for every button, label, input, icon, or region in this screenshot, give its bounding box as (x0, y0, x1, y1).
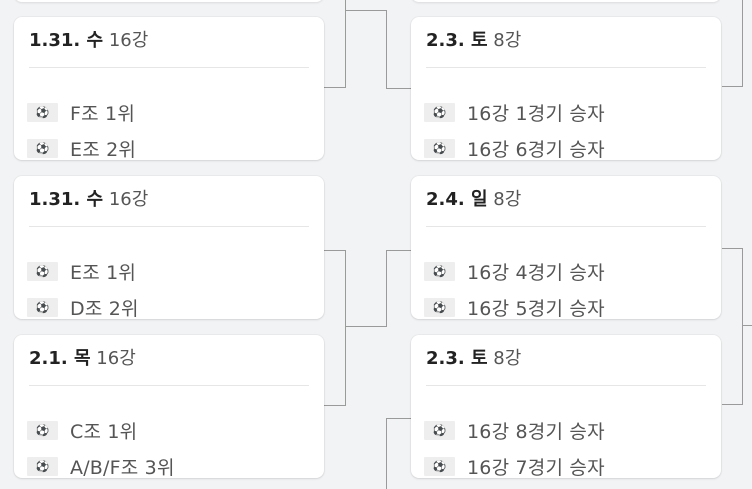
bracket-connector (742, 325, 752, 326)
divider (426, 226, 706, 227)
bracket-connector (722, 86, 742, 87)
match-card[interactable]: 2.3. 토 8강 ⚽ 16강 8경기 승자 ⚽ 16강 7경기 승자 (411, 335, 721, 479)
soccer-ball-icon: ⚽ (35, 105, 50, 119)
match-card[interactable]: 2.1. 목 16강 ⚽ C조 1위 ⚽ A/B/F조 3위 (14, 335, 324, 479)
match-round: 16강 (108, 189, 149, 210)
team-name: E조 2위 (70, 138, 137, 161)
flag-icon: ⚽ (27, 297, 58, 317)
bracket-connector (345, 250, 346, 406)
bracket-connector (742, 248, 743, 405)
team-name: C조 1위 (70, 420, 138, 443)
team-name: E조 1위 (70, 261, 137, 284)
team-row[interactable]: ⚽ A/B/F조 3위 (27, 454, 175, 479)
match-date: 1.31. 수 (29, 30, 104, 51)
soccer-ball-icon: ⚽ (432, 264, 447, 278)
bracket-connector (345, 0, 346, 88)
match-card[interactable]: 1.31. 수 16강 ⚽ E조 1위 ⚽ D조 2위 (14, 176, 324, 320)
team-name: 16강 6경기 승자 (467, 138, 605, 161)
match-header: 2.4. 일 8강 (426, 188, 521, 212)
soccer-ball-icon: ⚽ (432, 423, 447, 437)
team-name: 16강 8경기 승자 (467, 420, 605, 443)
match-card-partial[interactable] (14, 0, 324, 2)
team-row[interactable]: ⚽ 16강 8경기 승자 (424, 418, 605, 443)
soccer-ball-icon: ⚽ (35, 300, 50, 314)
flag-icon: ⚽ (27, 456, 58, 476)
team-row[interactable]: ⚽ C조 1위 (27, 418, 138, 443)
team-name: 16강 4경기 승자 (467, 261, 605, 284)
match-header: 2.1. 목 16강 (29, 347, 136, 371)
bracket-connector (324, 87, 345, 88)
match-card-partial[interactable] (411, 0, 721, 2)
bracket-connector (324, 405, 345, 406)
flag-icon: ⚽ (424, 102, 455, 122)
team-row[interactable]: ⚽ 16강 6경기 승자 (424, 136, 605, 161)
bracket-connector (386, 10, 387, 89)
flag-icon: ⚽ (424, 456, 455, 476)
team-name: A/B/F조 3위 (70, 456, 175, 479)
divider (29, 67, 309, 68)
team-row[interactable]: ⚽ 16강 5경기 승자 (424, 295, 605, 320)
flag-icon: ⚽ (27, 420, 58, 440)
team-row[interactable]: ⚽ D조 2위 (27, 295, 139, 320)
divider (29, 226, 309, 227)
soccer-ball-icon: ⚽ (35, 423, 50, 437)
bracket-connector (386, 418, 387, 489)
flag-icon: ⚽ (27, 138, 58, 158)
match-header: 2.3. 토 8강 (426, 347, 521, 371)
team-row[interactable]: ⚽ 16강 7경기 승자 (424, 454, 605, 479)
match-round: 8강 (493, 30, 522, 51)
team-row[interactable]: ⚽ F조 1위 (27, 100, 136, 125)
bracket-connector (386, 88, 411, 89)
match-card[interactable]: 1.31. 수 16강 ⚽ F조 1위 ⚽ E조 2위 (14, 17, 324, 161)
flag-icon: ⚽ (424, 261, 455, 281)
match-date: 1.31. 수 (29, 189, 104, 210)
team-name: F조 1위 (70, 102, 136, 125)
match-round: 16강 (108, 30, 149, 51)
bracket-connector (722, 248, 742, 249)
divider (426, 67, 706, 68)
match-header: 2.3. 토 8강 (426, 29, 521, 53)
match-round: 8강 (493, 348, 522, 369)
match-round: 8강 (493, 189, 522, 210)
soccer-ball-icon: ⚽ (432, 300, 447, 314)
team-name: 16강 5경기 승자 (467, 297, 605, 320)
soccer-ball-icon: ⚽ (35, 459, 50, 473)
bracket-connector (324, 250, 345, 251)
soccer-ball-icon: ⚽ (432, 459, 447, 473)
match-date: 2.3. 토 (426, 348, 488, 369)
bracket-connector (345, 326, 386, 327)
bracket-connector (742, 0, 743, 87)
team-name: D조 2위 (70, 297, 139, 320)
match-date: 2.4. 일 (426, 189, 488, 210)
soccer-ball-icon: ⚽ (35, 141, 50, 155)
flag-icon: ⚽ (424, 138, 455, 158)
divider (426, 385, 706, 386)
bracket-connector (386, 250, 411, 251)
soccer-ball-icon: ⚽ (35, 264, 50, 278)
bracket-connector (345, 10, 386, 11)
match-date: 2.1. 목 (29, 348, 91, 369)
soccer-ball-icon: ⚽ (432, 105, 447, 119)
team-name: 16강 7경기 승자 (467, 456, 605, 479)
team-row[interactable]: ⚽ 16강 1경기 승자 (424, 100, 605, 125)
match-card[interactable]: 2.4. 일 8강 ⚽ 16강 4경기 승자 ⚽ 16강 5경기 승자 (411, 176, 721, 320)
team-row[interactable]: ⚽ 16강 4경기 승자 (424, 259, 605, 284)
team-row[interactable]: ⚽ E조 2위 (27, 136, 137, 161)
flag-icon: ⚽ (424, 420, 455, 440)
bracket-connector (386, 418, 411, 419)
bracket-connector (386, 250, 387, 327)
match-header: 1.31. 수 16강 (29, 29, 148, 53)
soccer-ball-icon: ⚽ (432, 141, 447, 155)
team-row[interactable]: ⚽ E조 1위 (27, 259, 137, 284)
divider (29, 385, 309, 386)
match-header: 1.31. 수 16강 (29, 188, 148, 212)
flag-icon: ⚽ (424, 297, 455, 317)
flag-icon: ⚽ (27, 102, 58, 122)
team-name: 16강 1경기 승자 (467, 102, 605, 125)
match-round: 16강 (96, 348, 136, 369)
match-card[interactable]: 2.3. 토 8강 ⚽ 16강 1경기 승자 ⚽ 16강 6경기 승자 (411, 17, 721, 161)
flag-icon: ⚽ (27, 261, 58, 281)
match-date: 2.3. 토 (426, 30, 488, 51)
bracket-connector (722, 404, 742, 405)
